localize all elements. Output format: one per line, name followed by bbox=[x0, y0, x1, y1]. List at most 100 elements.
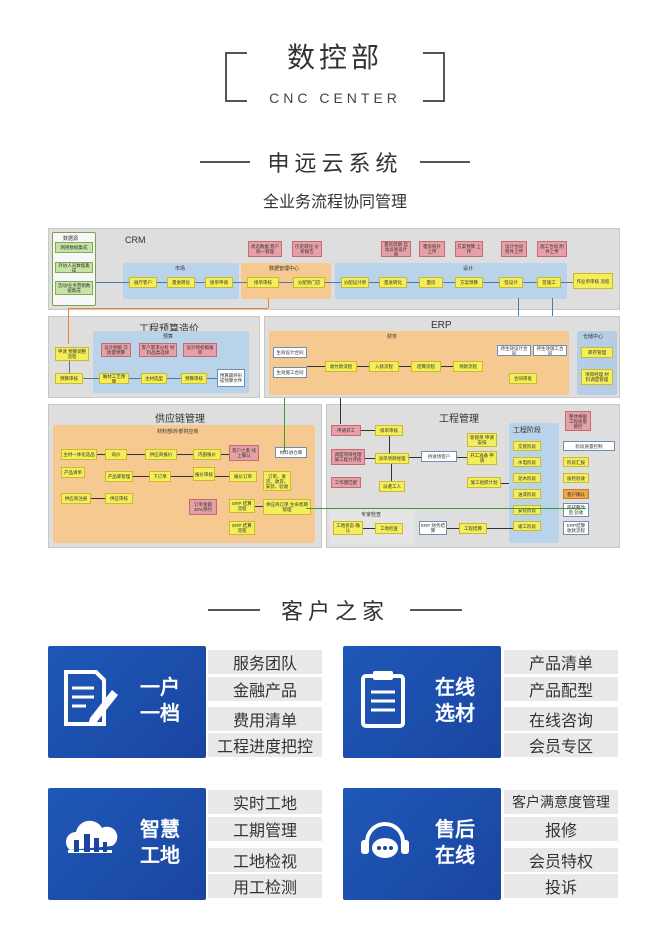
divider-left bbox=[200, 161, 250, 163]
arrow bbox=[91, 498, 105, 499]
supply-title: 供应链管理 bbox=[155, 414, 205, 425]
arrow bbox=[407, 282, 419, 283]
design-top-node-2: 量房照片 上传 bbox=[419, 241, 445, 257]
feature-site-inspection[interactable]: 工地检视 bbox=[208, 848, 322, 872]
card-label-line-2: 工地 bbox=[140, 843, 180, 867]
home-title: 客户之家 bbox=[280, 600, 389, 625]
supply-node-13: 材料进仓库 bbox=[275, 447, 307, 458]
feature-labor-monitoring[interactable]: 用工检测 bbox=[208, 874, 322, 898]
arrow bbox=[523, 282, 537, 283]
project-panel: 工程管理 申请开工 排单审核 调度项目经理 施工能力评估 派单项目经理 待进场客… bbox=[326, 404, 620, 548]
supply-node-5: 客户之家 线上确认 bbox=[229, 445, 259, 461]
feature-financial-products[interactable]: 金融产品 bbox=[208, 677, 322, 701]
arrow bbox=[561, 282, 573, 283]
arrow bbox=[83, 378, 99, 379]
dc-top-node-2: 历史转化 分析报告 bbox=[292, 241, 322, 257]
supply-node-4: 内部报价 bbox=[193, 449, 221, 460]
arrow bbox=[369, 282, 379, 283]
erp-panel: ERP 财务 生效设计合同 生效施工合同 收付款流程 入款流程 结算流程 领款流… bbox=[264, 316, 620, 398]
clipboard-icon bbox=[361, 671, 405, 728]
project-node-19: ERP 财务结算 bbox=[419, 521, 447, 535]
feature-satisfaction-management[interactable]: 客户满意度管理 bbox=[504, 790, 618, 814]
project-node-20: 工程结算 bbox=[459, 523, 487, 534]
finance-node-6: 领款流程 bbox=[453, 361, 483, 372]
feature-schedule-management[interactable]: 工期管理 bbox=[208, 817, 322, 841]
supply-node-11: 供应商注册 bbox=[61, 493, 91, 504]
arrow bbox=[69, 361, 70, 373]
supply-node-2: 询价 bbox=[105, 449, 127, 460]
supply-node-7: 产品库管理 bbox=[105, 471, 133, 482]
design-node-4: 方案预算 bbox=[455, 277, 483, 288]
feature-progress-control[interactable]: 工程进度把控 bbox=[208, 733, 322, 757]
finance-node-10: 待生效施工合同 bbox=[533, 345, 567, 356]
feature-product-list[interactable]: 产品清单 bbox=[504, 650, 618, 674]
card-label-line-2: 选材 bbox=[435, 701, 475, 725]
feature-complaint[interactable]: 投诉 bbox=[504, 874, 618, 898]
feature-member-zone[interactable]: 会员专区 bbox=[504, 733, 618, 757]
card-label-line-2: 在线 bbox=[435, 843, 475, 867]
design-top-node-1: 量房周期 自动派发设计师 bbox=[381, 241, 411, 257]
feature-fee-list[interactable]: 费用清单 bbox=[208, 707, 322, 731]
arrow bbox=[207, 378, 217, 379]
connector-orange bbox=[268, 298, 269, 308]
divider-right bbox=[420, 161, 470, 163]
budget-zone-label: 预算 bbox=[163, 334, 174, 340]
card-label-line-2: 一档 bbox=[140, 701, 180, 725]
project-node-9: 开工准备 申请 bbox=[467, 451, 497, 465]
market-node-2: 量进转化 bbox=[167, 277, 195, 288]
arrow bbox=[96, 282, 129, 283]
feature-online-consult[interactable]: 在线咨询 bbox=[504, 707, 618, 731]
card-one-household[interactable]: 一户 一档 bbox=[48, 646, 206, 758]
supply-node-17: 供应商订单 生命周期管理 bbox=[263, 499, 311, 515]
supply-node-1: 主材一体化选品 bbox=[61, 449, 97, 460]
supply-node-3: 供应商报价 bbox=[145, 449, 177, 460]
arrow bbox=[129, 378, 141, 379]
stage-node-5: 安装阶段 bbox=[513, 505, 541, 515]
feature-live-site[interactable]: 实时工地 bbox=[208, 790, 322, 814]
project-node-17: 工地状态 确认 bbox=[333, 521, 363, 535]
design-top-node-3: 方案预算 上传 bbox=[455, 241, 483, 257]
feature-service-team[interactable]: 服务团队 bbox=[208, 650, 322, 674]
design-node-5: 签设计 bbox=[499, 277, 523, 288]
home-divider-left bbox=[208, 609, 260, 611]
arrow bbox=[133, 476, 149, 477]
card-after-sales[interactable]: 售后 在线 bbox=[343, 788, 501, 900]
left-bracket bbox=[225, 52, 247, 102]
card-label-line-1: 一户 bbox=[140, 675, 180, 699]
page-title: 数控部 bbox=[286, 41, 383, 74]
design-node-1: 分配设计师 bbox=[341, 277, 369, 288]
project-node-10: 施工组织计划 bbox=[467, 477, 501, 488]
connector-green bbox=[306, 508, 586, 509]
feature-repair[interactable]: 报修 bbox=[504, 817, 618, 841]
supply-node-15: ERP 结算流程 bbox=[229, 499, 255, 513]
arrow bbox=[97, 454, 105, 455]
page-subtitle: CNC CENTER bbox=[269, 90, 401, 106]
right-bracket bbox=[423, 52, 445, 102]
warehouse-label: 仓储中心 bbox=[583, 334, 604, 340]
design-zone: 设计 bbox=[335, 263, 567, 299]
budget-node-4: 确材工艺预算 bbox=[99, 373, 129, 384]
quality-node-1: 阶段质量控制 bbox=[563, 441, 615, 451]
arrow bbox=[171, 476, 193, 477]
erp-title: ERP bbox=[431, 320, 452, 331]
chat-headset-icon bbox=[361, 822, 409, 858]
arrow bbox=[361, 430, 375, 431]
arrow bbox=[389, 436, 390, 453]
ds-node-1: 网络数据集成 bbox=[55, 242, 93, 253]
arrow bbox=[441, 366, 453, 367]
design-node-2: 量进转化 bbox=[379, 277, 407, 288]
material-label: 材料部/外部供应商 bbox=[157, 429, 199, 435]
design-label: 设计 bbox=[463, 266, 474, 272]
feature-member-privileges[interactable]: 会员特权 bbox=[504, 848, 618, 872]
stage-node-2: 水电阶段 bbox=[513, 457, 541, 467]
card-online-material[interactable]: 在线 选材 bbox=[343, 646, 501, 758]
feature-product-matching[interactable]: 产品配型 bbox=[504, 677, 618, 701]
system-subtitle: 全业务流程协同管理 bbox=[262, 192, 407, 211]
arrow bbox=[279, 282, 293, 283]
arrow bbox=[391, 464, 392, 481]
project-node-7: 派遣工人 bbox=[379, 481, 405, 492]
project-node-5: 待进场客户 bbox=[421, 451, 457, 462]
home-divider-right bbox=[410, 609, 462, 611]
budget-node-1: 设计图纸 交接量预算 bbox=[101, 343, 131, 357]
card-smart-site[interactable]: 智慧 工地 bbox=[48, 788, 206, 900]
